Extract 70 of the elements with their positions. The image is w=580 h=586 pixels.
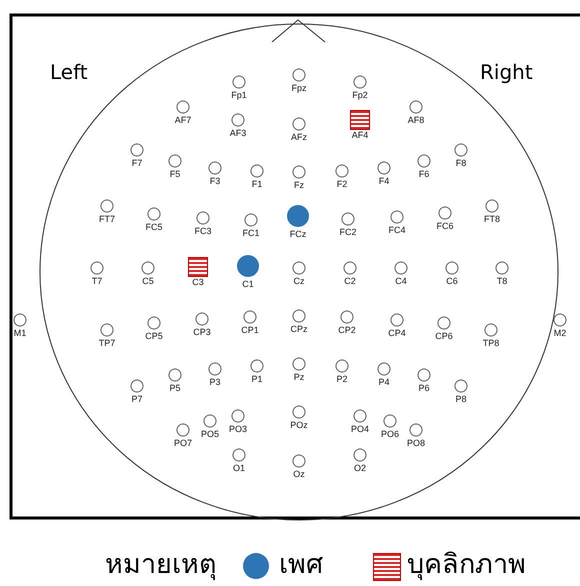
electrode-label: CP3 xyxy=(193,327,211,337)
electrode-label: M1 xyxy=(14,328,26,338)
electrode-label: CP5 xyxy=(145,331,163,341)
electrode-label: Fp2 xyxy=(352,90,368,100)
electrode-label: Fp1 xyxy=(231,90,247,100)
electrode-label: AF3 xyxy=(230,128,246,138)
electrode-label: P3 xyxy=(210,377,220,387)
electrode-label: F4 xyxy=(378,176,390,186)
electrode-label: F3 xyxy=(210,176,220,186)
electrode-label: P7 xyxy=(132,394,142,404)
electrode-label: FC2 xyxy=(340,227,356,237)
electrode-label: FC6 xyxy=(436,221,454,231)
electrode-label: F8 xyxy=(456,158,466,168)
legend-label: บุคลิกภาพ xyxy=(407,548,526,582)
electrode-label: PO4 xyxy=(351,424,369,434)
electrode-label: TP7 xyxy=(98,338,116,348)
electrode-label: C5 xyxy=(142,276,154,286)
electrode-label: T7 xyxy=(92,276,102,286)
electrode-label: F6 xyxy=(418,169,430,179)
electrode-label: T8 xyxy=(496,276,508,286)
electrode-label: Fpz xyxy=(292,83,306,93)
electrode-label: AF7 xyxy=(174,115,192,125)
electrode-label: Fz xyxy=(294,180,304,190)
electrode-label: AF8 xyxy=(408,115,424,125)
electrode-label: P2 xyxy=(336,374,348,384)
electrode-label: AFz xyxy=(291,132,307,142)
electrode-label: CP1 xyxy=(241,325,259,335)
electrode-label: F1 xyxy=(252,179,262,189)
side-label: Right xyxy=(480,60,533,84)
legend-title: หมายเหตุ xyxy=(105,548,217,582)
electrode-label: O1 xyxy=(233,463,245,473)
electrode-label: PO5 xyxy=(201,429,219,439)
electrode-label: Oz xyxy=(293,469,305,479)
electrode-label: C3 xyxy=(192,277,204,287)
electrode-label: P5 xyxy=(170,383,180,393)
electrode-label: CPz xyxy=(290,324,308,334)
electrode-label: PO6 xyxy=(381,429,399,439)
electrode-label: F5 xyxy=(170,169,180,179)
electrode-label: P4 xyxy=(378,377,390,387)
electrode-label: Pz xyxy=(294,372,304,382)
electrode-label: FC4 xyxy=(388,225,406,235)
electrode-label: PO3 xyxy=(229,424,247,434)
electrode-label: PO8 xyxy=(407,438,425,448)
electrode-label: CP4 xyxy=(388,328,406,338)
electrode-label: CP6 xyxy=(435,331,453,341)
electrode-label: P1 xyxy=(252,374,262,384)
electrode-label: TP8 xyxy=(482,338,500,348)
electrode-label: M2 xyxy=(554,328,566,338)
legend-label: เพศ xyxy=(279,548,323,582)
electrode-label: Cz xyxy=(294,276,304,286)
electrode-label: FT7 xyxy=(99,214,115,224)
electrode-label: F2 xyxy=(336,179,348,189)
electrode-label: F7 xyxy=(132,158,142,168)
electrode-label: FC1 xyxy=(242,228,260,238)
electrode-label: P8 xyxy=(456,394,466,404)
electrode-label: FC5 xyxy=(146,222,162,232)
electrode-label: FCz xyxy=(290,229,306,239)
electrode-label: PO7 xyxy=(174,438,192,448)
electrode-label: POz xyxy=(290,420,308,430)
electrode-label: C4 xyxy=(395,276,407,286)
electrode-label: C6 xyxy=(446,276,458,286)
electrode-label: AF4 xyxy=(352,130,368,140)
electrode-label: FC3 xyxy=(194,226,212,236)
side-label: Left xyxy=(50,60,88,84)
electrode-label: C2 xyxy=(344,276,356,286)
electrode-label: O2 xyxy=(354,463,366,473)
electrode-label: CP2 xyxy=(338,325,356,335)
electrode-label: C1 xyxy=(242,279,254,289)
electrode-label: FT8 xyxy=(484,214,500,224)
electrode-label: P6 xyxy=(418,383,430,393)
